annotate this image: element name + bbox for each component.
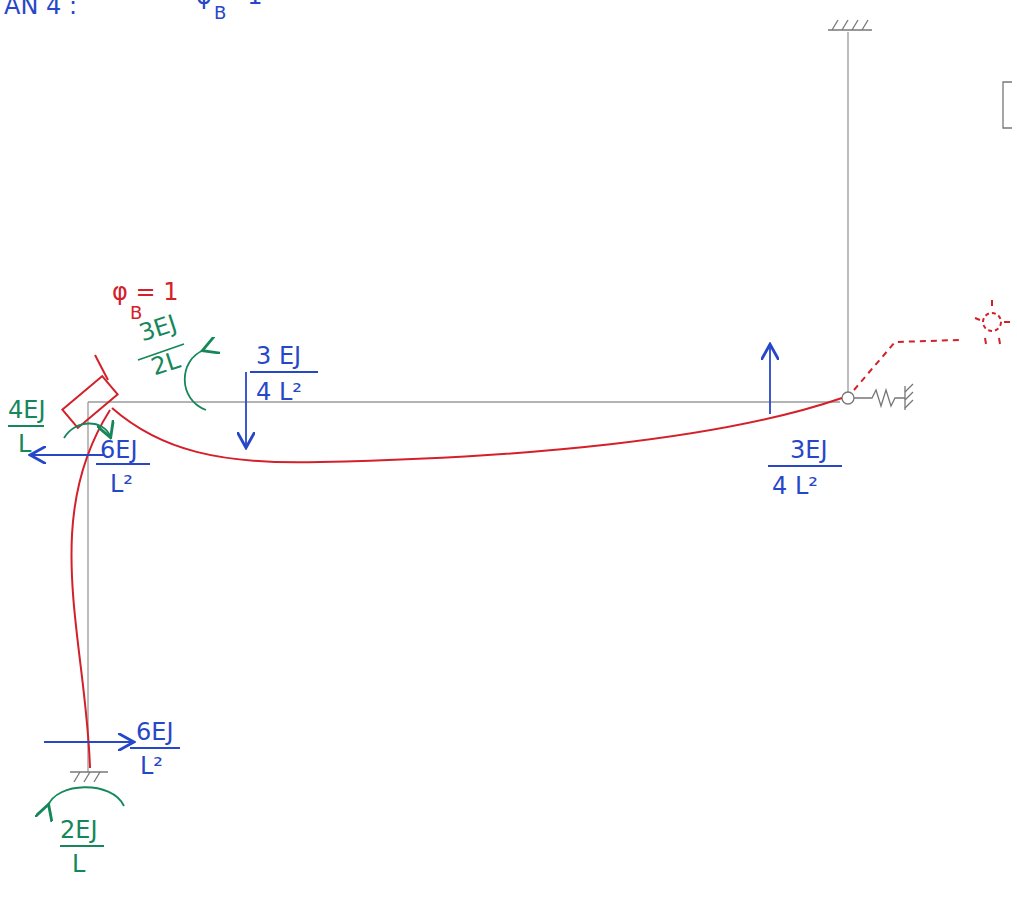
annotation-label: L: [72, 852, 85, 876]
annotation-label: 2L: [148, 348, 183, 380]
frame-members: [88, 32, 848, 772]
annotation-label: L²: [140, 754, 163, 778]
annotation-label: 4EJ: [8, 398, 46, 422]
annotation-label: φ = 1: [112, 280, 178, 304]
deformed-shape: [62, 300, 1010, 768]
annotation-label: 4 L²: [772, 474, 818, 498]
annotation-label: B: [130, 304, 142, 322]
annotation-label: 3EJ: [136, 311, 179, 345]
annotation-label: L: [18, 432, 31, 456]
annotation-label: 4 L²: [256, 380, 302, 404]
fixed-supports: [70, 20, 1012, 782]
annotation-label: 6EJ: [136, 720, 174, 744]
annotation-label: 6EJ: [100, 438, 138, 462]
force-arrows: [32, 346, 842, 748]
annotation-label: 3EJ: [790, 438, 828, 462]
annotation-label: 2EJ: [60, 818, 98, 842]
annotation-label: B: [214, 4, 226, 22]
annotation-label: L²: [110, 472, 133, 496]
annotation-label: AN 4 :: [4, 0, 77, 18]
annotation-label: φ = 1: [196, 0, 262, 8]
annotation-label: 3 EJ: [256, 344, 301, 368]
moment-arrows: [8, 344, 206, 846]
